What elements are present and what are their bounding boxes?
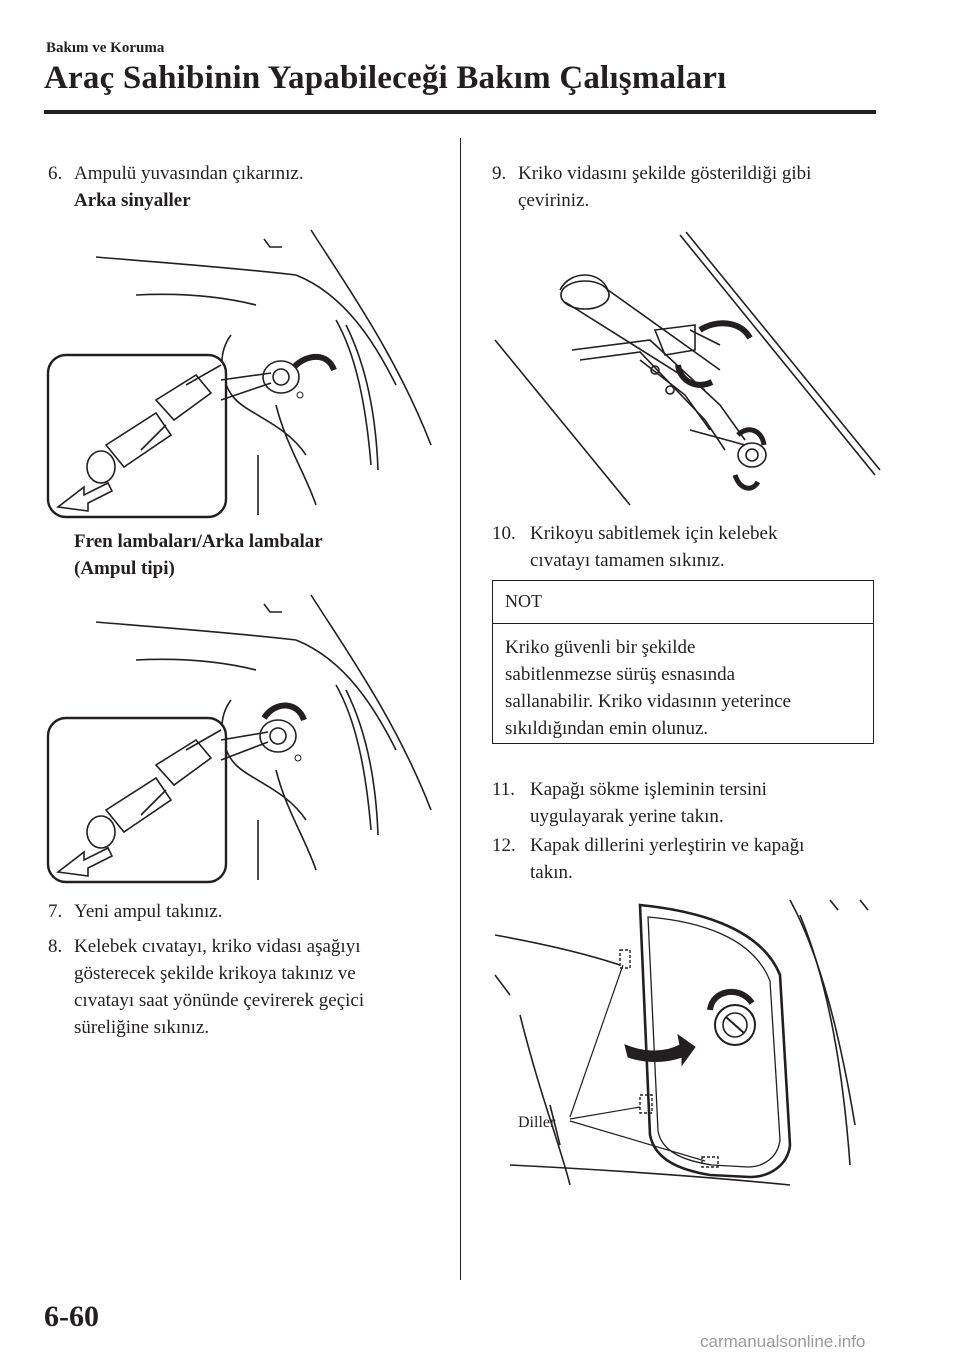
column-divider — [460, 138, 461, 1280]
step-7: 7. Yeni ampul takınız. — [48, 901, 223, 922]
page-title: Araç Sahibinin Yapabileceği Bakım Çalışm… — [44, 60, 727, 96]
brake-lamp-caption: Fren lambaları/Arka lambalar (Ampul tipi… — [74, 531, 323, 579]
title-rule — [44, 110, 876, 114]
section-label: Bakım ve Koruma — [46, 40, 165, 56]
step-10: 10. Krikoyu sabitlemek için kelebek cıva… — [492, 523, 778, 571]
step-6-text: Ampulü yuvasından çıkarınız. — [74, 163, 304, 184]
tabs-label: Diller — [518, 1114, 556, 1131]
step-9: 9. Kriko vidasını şekilde gösterildiği g… — [492, 163, 812, 211]
rear-signals-label: Arka sinyaller — [74, 190, 191, 211]
step-6: 6. Ampulü yuvasından çıkarınız. Arka sin… — [48, 160, 448, 214]
page-number: 6-60 — [44, 1300, 99, 1333]
watermark: carmanualsonline.info — [700, 1332, 866, 1351]
step-11: 11. Kapağı sökme işleminin tersini uygul… — [492, 779, 767, 827]
step-8: 8. Kelebek cıvatayı, kriko vidası aşağıy… — [48, 936, 365, 1038]
rear-signal-bulb-figure — [46, 229, 432, 519]
cover-tabs-figure: Diller — [494, 899, 869, 1186]
jack-screw-figure — [494, 231, 881, 506]
note-heading: NOT — [493, 581, 873, 624]
brake-lamp-bulb-figure — [46, 594, 432, 884]
step-12: 12. Kapak dillerini yerleştirin ve kapağ… — [492, 835, 805, 883]
note-body: Kriko güvenli bir şekilde sabitlenmezse … — [505, 637, 791, 739]
note-box: NOT Kriko güvenli bir şekilde sabitlenme… — [492, 580, 874, 744]
